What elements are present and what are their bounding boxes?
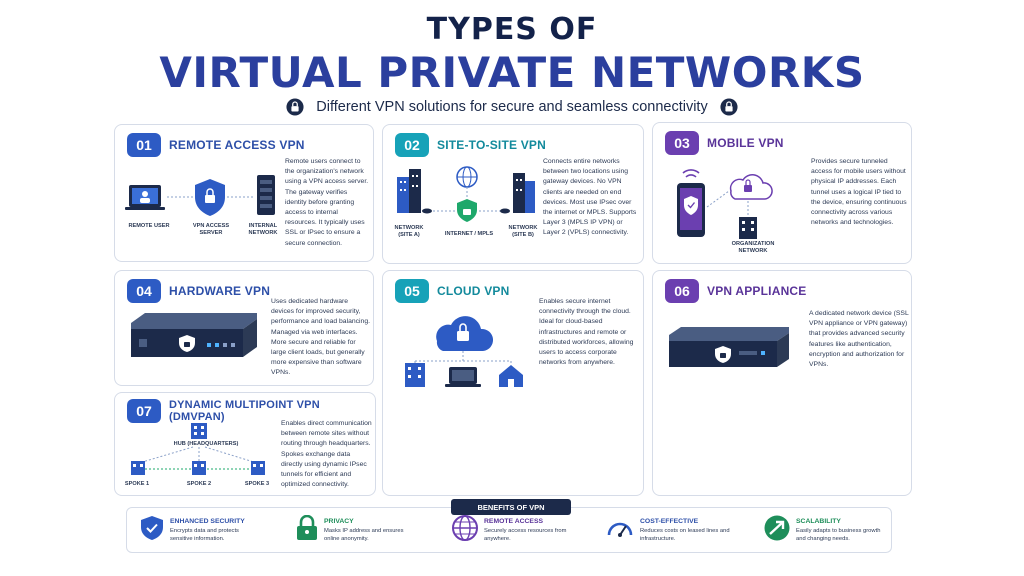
label-site-b: NETWORK (SITE B) [508, 225, 538, 239]
card-title: VPN APPLIANCE [707, 284, 807, 298]
hardware-device-diagram [131, 313, 257, 357]
card-title: MOBILE VPN [707, 136, 784, 150]
card-title: REMOTE ACCESS VPN [169, 138, 305, 152]
shield-check-icon [141, 516, 163, 540]
spoke-building-icon [131, 461, 145, 475]
benefit-remote-access: REMOTE ACCESS Securely access resources … [452, 515, 582, 543]
title-line-1: TYPES OF [426, 12, 598, 47]
benefit-desc: Securely access resources from anywhere. [484, 528, 567, 543]
card-dmvpn: 07 DYNAMIC MULTIPOINT VPN (DMVPAN) HUB (… [114, 392, 376, 496]
label-site-a: NETWORK (SITE A) [394, 225, 424, 239]
card-description: Enables direct communication between rem… [281, 420, 372, 489]
card-title-acronym: (DMVPAN) [169, 411, 225, 423]
vpn-device-icon [131, 313, 257, 329]
card-mobile-vpn: 03 MOBILE VPN ORGANIZATION NETWORK Provi… [652, 122, 912, 264]
building-icon [513, 173, 525, 213]
benefit-desc: Encrypts data and protects sensitive inf… [170, 528, 239, 543]
wifi-icon [682, 169, 700, 174]
card-description: Provides secure tunneled access for mobi… [811, 158, 907, 227]
label-internal-network: INTERNAL NETWORK [248, 223, 278, 237]
benefit-desc: Reduces costs on leased lines and infras… [640, 528, 730, 543]
benefit-enhanced-security: ENHANCED SECURITY Encrypts data and prot… [140, 515, 270, 543]
remote-access-diagram [125, 175, 275, 216]
card-title: DYNAMIC MULTIPOINT VPN [169, 399, 320, 411]
card-number: 07 [127, 399, 161, 423]
label-hub: HUB (HEADQUARTERS) [173, 441, 239, 447]
site-to-site-diagram [397, 166, 535, 222]
card-description: Connects entire networks between two loc… [543, 158, 637, 237]
globe-icon [452, 515, 478, 541]
title-line-2: VIRTUAL PRIVATE NETWORKS [159, 48, 865, 97]
card-description: Uses dedicated hardware devices for impr… [271, 298, 370, 377]
shield-lock-icon [720, 98, 738, 116]
spoke-building-icon [251, 461, 265, 475]
benefit-title: ENHANCED SECURITY [170, 518, 245, 525]
speedometer-icon [607, 522, 633, 537]
benefit-cost-effective: COST-EFFECTIVE Reduces costs on leased l… [606, 515, 746, 543]
hub-building-icon [191, 423, 207, 439]
card-description: Remote users connect to the organization… [285, 158, 369, 247]
card-description: A dedicated network device (SSL VPN appl… [809, 310, 909, 368]
card-number: 01 [127, 133, 161, 157]
spoke-building-icon [192, 461, 206, 475]
benefit-title: REMOTE ACCESS [484, 518, 544, 525]
dmvpn-diagram [131, 423, 265, 475]
benefit-scalability: SCALABILITY Easily adapts to business gr… [764, 515, 888, 543]
benefits-title: BENEFITS OF VPN [451, 499, 571, 515]
card-cloud-vpn: 05 CLOUD VPN Enables secure internet con… [382, 270, 644, 496]
building-icon [739, 217, 757, 239]
card-description: Enables secure internet connectivity thr… [539, 298, 634, 367]
card-title: CLOUD VPN [437, 284, 510, 298]
card-number: 04 [127, 279, 161, 303]
label-organization-network: ORGANIZATION NETWORK [731, 241, 775, 255]
card-number: 06 [665, 279, 699, 303]
card-number: 02 [395, 133, 429, 157]
card-title: SITE-TO-SITE VPN [437, 138, 546, 152]
mobile-vpn-diagram [677, 169, 773, 239]
card-number: 03 [665, 131, 699, 155]
label-remote-user: REMOTE USER [128, 223, 170, 229]
cloud-vpn-diagram [405, 316, 523, 387]
card-title: HARDWARE VPN [169, 284, 271, 298]
label-internet-mpls: INTERNET / MPLS [444, 231, 494, 237]
label-spoke-2: SPOKE 2 [186, 481, 212, 487]
label-spoke-1: SPOKE 1 [124, 481, 150, 487]
appliance-device-icon [669, 327, 789, 341]
benefit-title: PRIVACY [324, 518, 354, 525]
benefit-title: COST-EFFECTIVE [640, 518, 699, 525]
card-hardware-vpn: 04 HARDWARE VPN Uses dedicated hardware … [114, 270, 374, 386]
vpn-appliance-diagram [669, 327, 789, 367]
subtitle-text: Different VPN solutions for secure and s… [316, 99, 708, 115]
label-vpn-access-server: VPN ACCESS SERVER [192, 223, 230, 237]
card-vpn-appliance: 06 VPN APPLIANCE A dedicated network dev… [652, 270, 912, 496]
benefit-desc: Masks IP address and ensures online anon… [324, 528, 404, 543]
padlock-icon [297, 515, 317, 540]
benefit-title: SCALABILITY [796, 518, 841, 525]
shield-lock-icon [286, 98, 304, 116]
subtitle-row: Different VPN solutions for secure and s… [0, 98, 1024, 116]
label-spoke-3: SPOKE 3 [244, 481, 270, 487]
home-icon [499, 365, 523, 387]
growth-arrow-icon [764, 515, 790, 541]
benefit-privacy: PRIVACY Masks IP address and ensures onl… [296, 515, 426, 543]
benefit-desc: Easily adapts to business growth and cha… [796, 528, 881, 543]
card-site-to-site-vpn: 02 SITE-TO-SITE VPN NETWORK (SITE A) INT… [382, 124, 644, 264]
building-icon [397, 177, 409, 213]
card-remote-access-vpn: 01 REMOTE ACCESS VPN REMOTE USER VPN ACC… [114, 124, 374, 262]
card-number: 05 [395, 279, 429, 303]
